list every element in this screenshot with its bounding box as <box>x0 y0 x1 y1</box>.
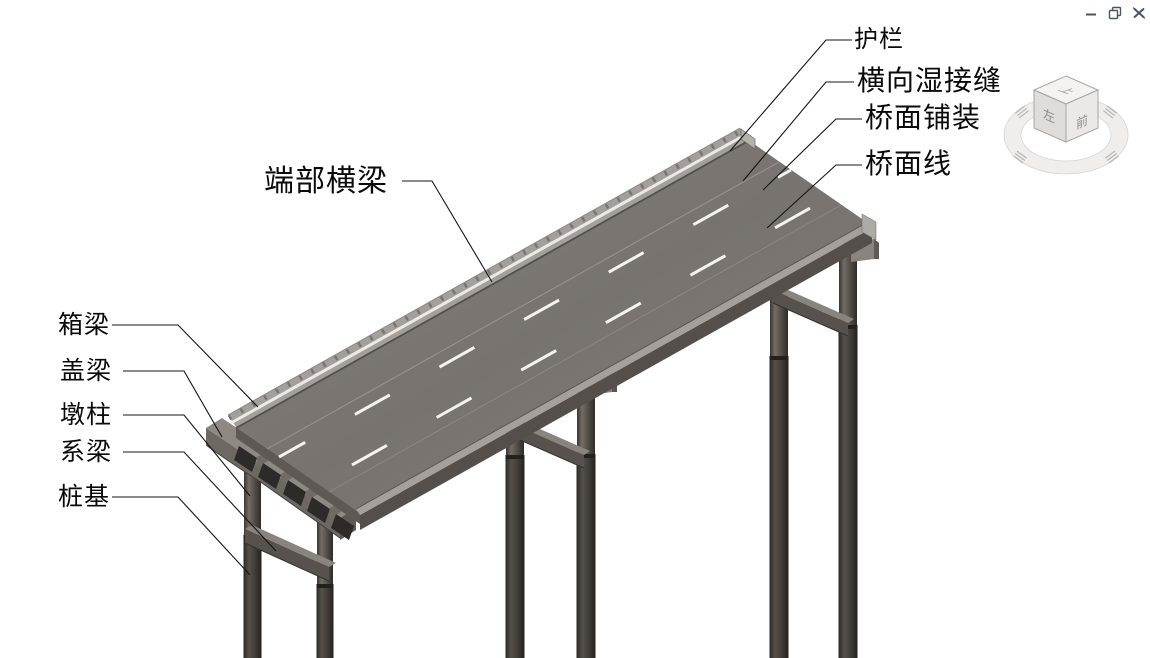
lane-dash-line-1 <box>278 168 792 459</box>
tie-beam-top <box>773 286 854 323</box>
compass-mark-nw <box>1015 105 1029 119</box>
compass-marks <box>1013 105 1119 164</box>
deck-end-fascia-left <box>236 427 360 524</box>
close-icon <box>1132 6 1145 19</box>
wet-joint-seam <box>328 204 842 493</box>
leader-deck-pavement <box>762 118 862 191</box>
pier-left-near-pile <box>243 537 262 658</box>
leader-deck-line <box>766 164 862 229</box>
pile-joint <box>769 356 789 360</box>
leader-pile <box>112 496 251 576</box>
label-deck-line: 桥面线 <box>865 147 953 180</box>
near-rail-band <box>356 222 872 515</box>
guardrail-top-edge <box>227 127 741 416</box>
tie-beam-bottom-edge <box>244 542 330 582</box>
box-girder-ends <box>234 446 354 540</box>
label-guardrail: 护栏 <box>854 25 904 53</box>
pier-right-near-pile <box>838 327 858 658</box>
leader-box-girder <box>112 324 259 408</box>
tie-beam-bottom-edge <box>772 302 849 337</box>
tie-beam-front <box>773 290 848 336</box>
leader-pier-column <box>123 414 251 497</box>
pier-middle <box>505 383 596 658</box>
tie-beam-top <box>245 525 336 567</box>
compass-mark-sw <box>1013 150 1027 164</box>
deck-near-fascia <box>360 228 872 530</box>
label-end-cross-beam: 端部横梁 <box>264 164 388 199</box>
lane-markings <box>278 168 831 486</box>
pier-right-near-column <box>839 255 857 329</box>
viewcube-label-left[interactable]: 左 <box>1043 107 1055 127</box>
pier-right-far-pile <box>769 358 789 658</box>
guardrail-near <box>355 213 877 515</box>
pile-joint <box>316 584 334 588</box>
leader-tie-beam <box>123 451 277 552</box>
label-tie-beam: 系梁 <box>60 437 113 466</box>
near-rail-seam <box>355 221 869 510</box>
annotation-leaders <box>112 39 862 576</box>
restore-button[interactable] <box>1107 5 1122 20</box>
guardrail-stripe <box>230 134 744 425</box>
pile-joint <box>505 455 525 459</box>
leader-guardrail <box>729 39 852 152</box>
tie-beam-left <box>244 525 336 582</box>
wet-joint-seam <box>266 161 780 450</box>
cap-beam-bottom-edge <box>205 444 341 539</box>
guardrail-base-line <box>235 140 749 429</box>
window-controls <box>1083 5 1146 20</box>
near-rail-end-cap <box>861 213 877 241</box>
bridge-deck <box>227 127 877 540</box>
guardrail-far <box>227 127 756 429</box>
viewcube-label-front[interactable]: 前 <box>1076 112 1088 133</box>
tie-beam-right <box>772 286 854 337</box>
restore-icon <box>1108 6 1121 19</box>
viewcube-label-top[interactable]: 上 <box>1055 86 1079 95</box>
leader-wet-joint <box>742 81 854 182</box>
pier-left-far-pile <box>316 586 334 658</box>
minimize-button[interactable] <box>1083 5 1098 20</box>
pier-middle-near-pile <box>576 456 596 658</box>
tie-beam-bottom-edge <box>510 435 585 469</box>
leader-cap-beam <box>123 370 223 438</box>
minimize-icon <box>1085 13 1096 15</box>
label-pier-column: 墩柱 <box>60 400 113 429</box>
pier-middle-far-pile <box>505 457 525 658</box>
compass-mark-se <box>1105 150 1119 164</box>
label-cap-beam: 盖梁 <box>60 356 113 385</box>
label-pile-foundation: 桩基 <box>58 482 111 511</box>
deck-surface-shading <box>236 140 872 513</box>
compass-mark-ne <box>1103 105 1117 119</box>
label-deck-pavement: 桥面铺装 <box>865 101 982 134</box>
cap-side <box>874 239 879 259</box>
viewcube-face-front[interactable] <box>1065 89 1099 143</box>
tie-beam-front <box>245 529 329 581</box>
leader-end-cross-beam <box>402 180 493 283</box>
label-box-girder: 箱梁 <box>58 310 111 339</box>
pile-joint <box>576 454 596 458</box>
viewcube[interactable]: 上 左 前 <box>1003 75 1129 175</box>
label-transverse-wet-joint: 横向湿接缝 <box>857 64 1003 97</box>
close-button[interactable] <box>1131 5 1146 20</box>
